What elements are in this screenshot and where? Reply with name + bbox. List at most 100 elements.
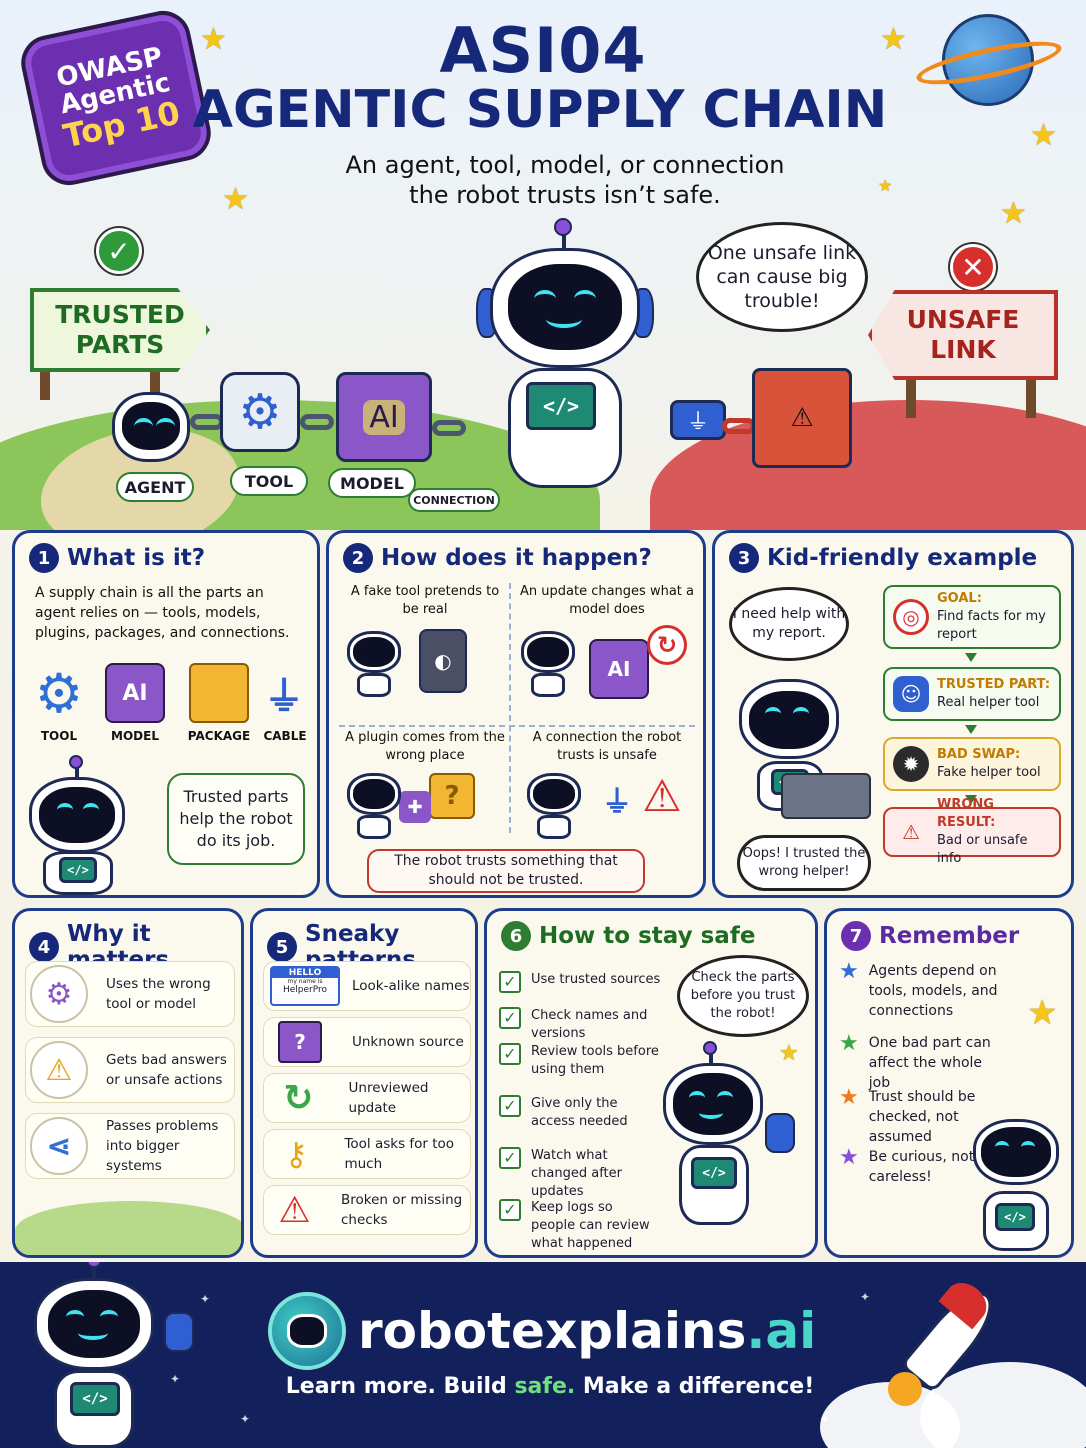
panel-heading: How does it happen? (381, 545, 652, 571)
panel-how-does-it-happen: 2 How does it happen? A fake tool preten… (326, 530, 706, 898)
sign-post (150, 370, 160, 400)
subtitle-line-1: An agent, tool, model, or connection (345, 151, 785, 179)
arrow-down-icon (965, 795, 977, 804)
checkbox-checked-icon: ✓ (499, 1095, 521, 1117)
thumbs-up-hand (765, 1113, 795, 1153)
refresh-icon: ↻ (647, 625, 687, 665)
hero-section: OWASP Agentic Top 10 ASI04 AGENTIC SUPPL… (0, 0, 1086, 530)
footer-robot: </> (24, 1262, 194, 1448)
safety-item: ✓Give only the access needed (499, 1095, 659, 1131)
chain-link (432, 420, 466, 436)
sign-post (1026, 378, 1036, 418)
brand-logo-icon (268, 1292, 346, 1370)
panel-title: 6 How to stay safe (501, 921, 755, 951)
gear-icon: ⚙ (30, 965, 88, 1023)
panel-body-text: A supply chain is all the parts an agent… (35, 585, 290, 641)
pattern-text: Unknown source (352, 1034, 464, 1050)
flow-wrong-result: ⚠ WRONG RESULT:Bad or unsafe info (883, 797, 1061, 866)
star-icon: ★ (1027, 993, 1058, 1033)
star-icon: ★ (779, 1041, 799, 1066)
star-icon: ★ (839, 1085, 859, 1110)
central-robot: </> (468, 218, 668, 528)
arrow-down-icon (965, 725, 977, 734)
star-icon: ★ (878, 176, 893, 195)
panel-title: 1 What is it? (29, 543, 205, 573)
star-icon: ★ (880, 22, 907, 57)
rocket-flame (888, 1372, 922, 1406)
page-title: AGENTIC SUPPLY CHAIN (192, 80, 888, 140)
name-tag-icon: HELLO my name is HelperPro (270, 966, 340, 1006)
chain-link (300, 414, 334, 430)
plug-icon: ⏚ (264, 674, 304, 720)
plug-icon: ⏚ (602, 785, 632, 820)
bad-helper-icon: ✹ (893, 746, 929, 782)
puzzle-icon: ✚ (399, 791, 431, 823)
pattern-item: HELLO my name is HelperPro Look-alike na… (263, 961, 471, 1011)
chain-label-tool: TOOL (230, 466, 308, 496)
remember-item: ★ Trust should be checked, not assumed (839, 1085, 976, 1146)
sign-post (40, 370, 50, 400)
panel-number: 6 (501, 921, 531, 951)
pattern-text: Broken or missing checks (340, 1192, 463, 1228)
panel-number: 7 (841, 921, 871, 951)
panel-kid-friendly-example: 3 Kid-friendly example I need help with … (712, 530, 1074, 898)
matters-item: ⚙ Uses the wrong tool or model (25, 961, 235, 1027)
flow-text: Real helper tool (937, 695, 1040, 710)
panel-number: 4 (29, 932, 59, 962)
ai-box-label: AI (363, 399, 405, 435)
panel-number: 1 (29, 543, 59, 573)
share-icon: ⋖ (30, 1117, 88, 1175)
icon-label-cable: CABLE (263, 729, 307, 743)
panel-heading: What is it? (67, 545, 206, 571)
chain-label-model: MODEL (328, 468, 416, 498)
safety-item: ✓Watch what changed after updates (499, 1147, 659, 1201)
panel-remember: 7 Remember ★ Agents depend on tools, mod… (824, 908, 1074, 1258)
flow-label: BAD SWAP: (937, 747, 1021, 762)
ai-cube-icon: AI (589, 639, 649, 699)
package-icon (189, 663, 249, 723)
waving-robot: </> (967, 1111, 1067, 1255)
icon-label-model: MODEL (111, 729, 159, 743)
matters-item: ⋖ Passes problems into bigger systems (25, 1113, 235, 1179)
checkbox-checked-icon: ✓ (499, 1007, 521, 1029)
unsafe-link-sign: UNSAFE LINK (868, 290, 1058, 380)
footer: ✦ ✦ ✦ ✦ ✦ </> robotexplains.ai Learn mor… (0, 1262, 1086, 1448)
panel-number: 5 (267, 932, 297, 962)
mystery-box-icon: ? (278, 1021, 322, 1063)
speech-bubble-bottom: Oops! I trusted the wrong helper! (737, 835, 871, 891)
flow-goal: ◎ GOAL:Find facts for my report (883, 585, 1061, 649)
panel-title: 3 Kid-friendly example (729, 543, 1037, 573)
fake-tool-icon: ◐ (419, 629, 467, 693)
planet-icon (942, 14, 1034, 106)
pattern-item: ⚷ Tool asks for too much (263, 1129, 471, 1179)
icon-label-tool: TOOL (40, 729, 78, 743)
warning-icon: ⚠ (902, 820, 920, 844)
trusted-parts-sign: TRUSTED PARTS (30, 288, 210, 372)
star-icon: ★ (200, 22, 227, 57)
pattern-text: Unreviewed update (348, 1080, 429, 1116)
panel-number: 2 (343, 543, 373, 573)
matters-text: Passes problems into bigger systems (106, 1118, 219, 1174)
flow-text: Fake helper tool (937, 765, 1041, 780)
safety-item: ✓Review tools before using them (499, 1043, 659, 1079)
panel-heading: Remember (879, 923, 1020, 949)
matters-item: ⚠ Gets bad answers or unsafe actions (25, 1037, 235, 1103)
chain-label-connection: CONNECTION (408, 488, 500, 512)
flow-label: WRONG RESULT: (937, 797, 996, 830)
x-mark-icon: ✕ (950, 244, 996, 290)
cell-caption-connection: A connection the robot trusts is unsafe (532, 730, 682, 763)
target-icon: ◎ (893, 599, 929, 635)
safety-item: ✓Keep logs so people can review what hap… (499, 1199, 659, 1253)
robot-face-icon: ☺ (893, 676, 929, 712)
brand-logo-link[interactable]: robotexplains.ai (268, 1292, 816, 1370)
checkbox-checked-icon: ✓ (499, 1043, 521, 1065)
trusted-parts-bubble: Trusted parts help the robot do its job. (167, 773, 305, 865)
plug-icon: ⏚ (670, 400, 726, 440)
flow-trusted-part: ☺ TRUSTED PART:Real helper tool (883, 667, 1061, 721)
flow-text: Bad or unsafe info (937, 833, 1028, 866)
agent-robot-icon (112, 384, 192, 464)
panel-title: 7 Remember (841, 921, 1019, 951)
robot-screen: </> (59, 857, 97, 883)
flow-bad-swap: ✹ BAD SWAP: Fake helper tool (883, 737, 1061, 791)
matters-text: Gets bad answers or unsafe actions (106, 1052, 227, 1088)
